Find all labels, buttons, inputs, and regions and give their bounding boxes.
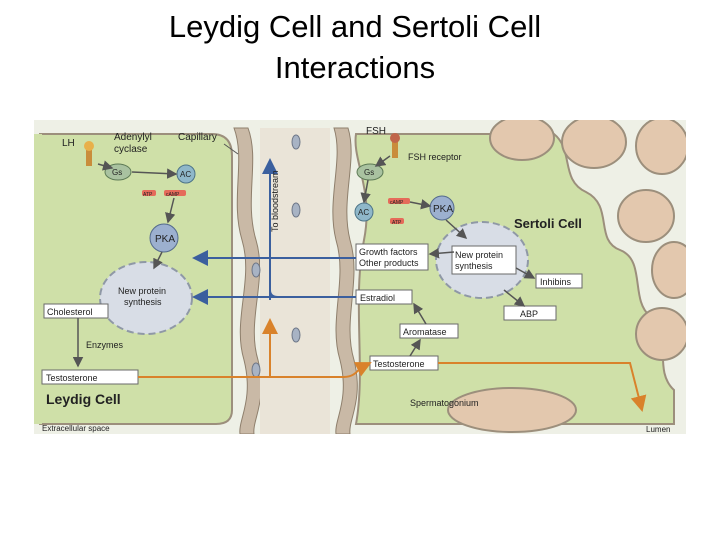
germ-cell bbox=[651, 241, 686, 299]
new-protein-left-label-1: New protein bbox=[118, 286, 166, 296]
fsh-receptor-label: FSH receptor bbox=[408, 152, 462, 162]
growth-factors-label-2: Other products bbox=[359, 258, 419, 268]
capillary-label: Capillary bbox=[178, 132, 217, 143]
capillary-lumen bbox=[260, 128, 330, 434]
capillary-cell bbox=[291, 202, 301, 218]
germ-cell bbox=[617, 189, 675, 243]
camp-right-icon bbox=[388, 198, 410, 204]
adenylyl-cyclase-label-1: Adenylyl bbox=[114, 132, 152, 143]
inhibins-label: Inhibins bbox=[540, 277, 572, 287]
aromatase-box bbox=[399, 323, 459, 339]
lh-receptor-icon bbox=[86, 148, 92, 166]
testosterone-left-label: Testosterone bbox=[46, 373, 98, 383]
cholesterol-label: Cholesterol bbox=[47, 307, 93, 317]
atp-left-icon bbox=[142, 190, 156, 196]
aromatase-label: Aromatase bbox=[403, 327, 447, 337]
gs-right-label: Gs bbox=[364, 168, 374, 177]
atp-left-label: ATP bbox=[143, 192, 153, 198]
abp-label: ABP bbox=[520, 309, 538, 319]
to-bloodstream-label: To bloodstream bbox=[270, 170, 280, 232]
fsh-receptor-icon bbox=[392, 140, 398, 158]
atp-right-icon bbox=[390, 218, 404, 224]
pka-nucleus-right-arrow bbox=[445, 219, 468, 240]
nucleus-growth-arrow bbox=[428, 248, 455, 259]
camp-pka-right-arrow bbox=[409, 199, 432, 210]
diagram-canvas: LH Adenylyl cyclase Capillary Gs AC ATP … bbox=[34, 120, 686, 434]
germ-cell bbox=[635, 120, 686, 175]
adenylyl-cyclase-label-2: cyclase bbox=[114, 144, 148, 155]
capillary-cell bbox=[291, 134, 301, 150]
camp-pka-left-arrow bbox=[165, 197, 176, 224]
lh-ligand-icon bbox=[84, 141, 94, 151]
gs-left-label: Gs bbox=[112, 168, 122, 177]
spermatogonium-label: Spermatogonium bbox=[410, 398, 479, 408]
germ-cell bbox=[561, 120, 627, 169]
spermatogonium-cell bbox=[447, 387, 577, 433]
estradiol-bloodstream-link bbox=[269, 289, 356, 298]
pka-left-icon bbox=[149, 223, 179, 253]
estradiol-label: Estradiol bbox=[360, 293, 395, 303]
testosterone-aromatase-arrow bbox=[409, 338, 421, 357]
germ-cells bbox=[447, 120, 686, 433]
germ-cell bbox=[635, 307, 686, 361]
new-protein-right-label-1: New protein bbox=[455, 250, 503, 260]
gs-ac-right-arrow bbox=[360, 179, 371, 204]
new-protein-left-label-2: synthesis bbox=[124, 297, 162, 307]
atp-right-label: ATP bbox=[392, 220, 402, 226]
lh-label: LH bbox=[62, 138, 75, 149]
new-protein-right-box bbox=[451, 245, 517, 275]
slide-title-line-2: Interactions bbox=[274, 50, 436, 85]
ac-right-label: AC bbox=[358, 208, 369, 217]
nucleus-abp-arrow bbox=[503, 289, 526, 307]
fsh-ligand-icon bbox=[390, 133, 400, 143]
pka-nucleus-left-arrow bbox=[153, 251, 163, 270]
new-protein-right-label-2: synthesis bbox=[455, 261, 493, 271]
nucleus-inhibins-arrow bbox=[515, 267, 536, 279]
camp-left-icon bbox=[164, 190, 186, 196]
capillary-wall-left bbox=[233, 127, 262, 434]
gs-right-icon bbox=[356, 163, 384, 181]
capillary-cell bbox=[251, 262, 261, 278]
abp-box bbox=[503, 305, 557, 321]
growth-factors-label-1: Growth factors bbox=[359, 247, 418, 257]
leydig-cell-label: Leydig Cell bbox=[46, 391, 121, 407]
germ-cell bbox=[489, 120, 555, 161]
capillary-pointer bbox=[223, 143, 239, 155]
sertoli-cell-label: Sertoli Cell bbox=[514, 216, 582, 231]
extracellular-space-label: Extracellular space bbox=[42, 424, 110, 433]
fsh-signal-arrow bbox=[374, 155, 391, 167]
lh-signal-arrow bbox=[97, 160, 114, 171]
testosterone-to-sertoli-arrow bbox=[138, 362, 372, 378]
gs-ac-left-arrow bbox=[131, 168, 178, 179]
capillary-cell bbox=[251, 362, 261, 378]
camp-left-label: cAMP bbox=[166, 192, 180, 198]
inhibins-box bbox=[535, 273, 583, 289]
cholesterol-box bbox=[43, 303, 109, 319]
enzymes-label: Enzymes bbox=[86, 340, 124, 350]
ac-left-label: AC bbox=[180, 170, 191, 179]
pka-right-label: PKA bbox=[433, 204, 453, 215]
camp-right-label: cAMP bbox=[390, 200, 404, 206]
leydig-cell-edge bbox=[34, 134, 42, 424]
testosterone-right-label: Testosterone bbox=[373, 359, 425, 369]
fsh-label: FSH bbox=[366, 126, 386, 137]
slide-title-line-1: Leydig Cell and Sertoli Cell bbox=[168, 9, 542, 44]
testosterone-to-lumen-arrow bbox=[438, 362, 647, 412]
leydig-sertoli-diagram: LH Adenylyl cyclase Capillary Gs AC ATP … bbox=[34, 120, 686, 434]
capillary-cell bbox=[291, 327, 301, 343]
slide-title: Leydig Cell and Sertoli Cell Interaction… bbox=[0, 6, 710, 88]
pka-left-label: PKA bbox=[155, 234, 175, 245]
capillary-wall-right bbox=[332, 127, 358, 434]
aromatase-estradiol-arrow bbox=[413, 302, 427, 325]
lumen-label: Lumen bbox=[646, 425, 670, 434]
growth-factors-box bbox=[355, 243, 429, 271]
